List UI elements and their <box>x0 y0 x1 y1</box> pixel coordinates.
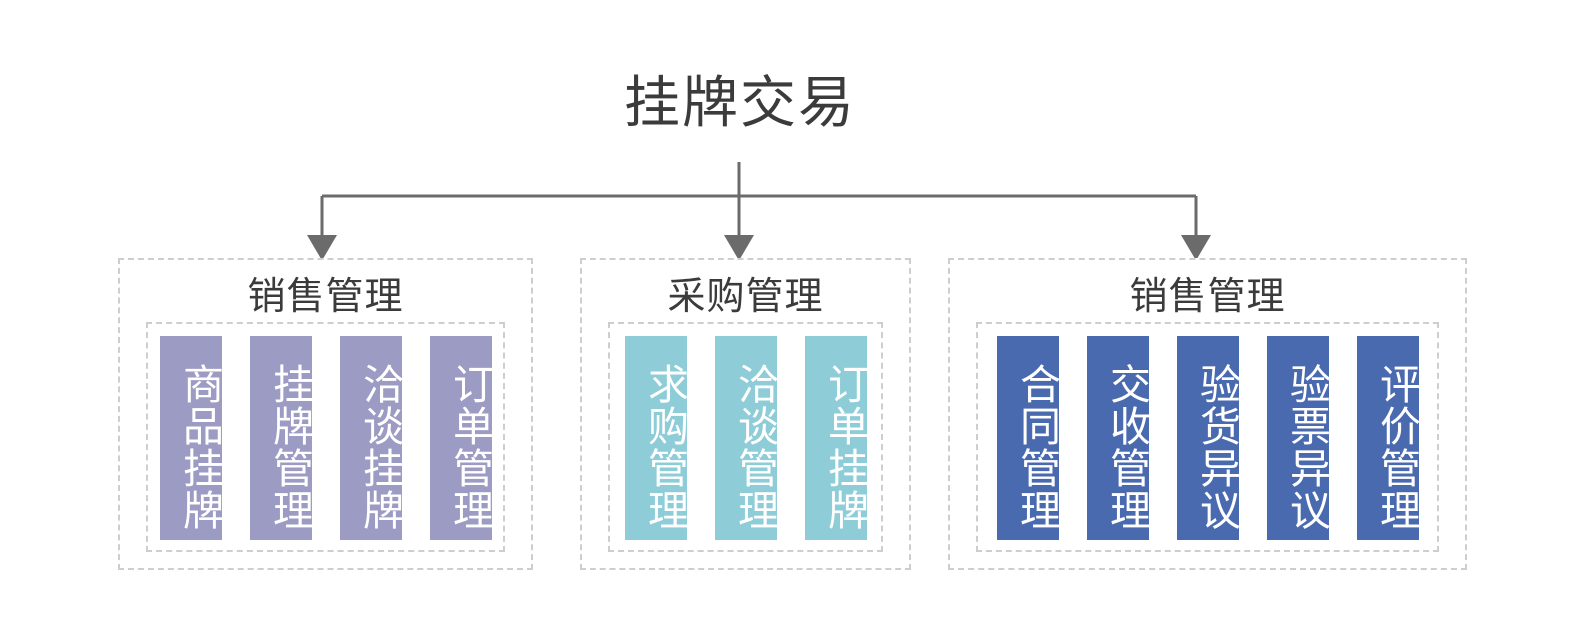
page-title: 挂牌交易 <box>624 71 856 134</box>
group-items-container-3: 合同管理 交收管理 验货异议 验票异议 评价管理 <box>976 322 1439 552</box>
module-bar[interactable]: 订单挂牌 <box>804 336 867 540</box>
group-purchase-management: 采购管理 求购管理 洽谈管理 订单挂牌 <box>580 258 911 570</box>
module-label: 验票异议 <box>1283 363 1329 531</box>
group-sales-management-2: 销售管理 合同管理 交收管理 验货异议 验票异议 评价管理 <box>948 258 1467 570</box>
group-header-3: 销售管理 <box>1129 276 1286 318</box>
module-label: 求购管理 <box>641 363 687 531</box>
module-bar[interactable]: 合同管理 <box>996 336 1059 540</box>
module-label: 洽谈管理 <box>731 363 777 531</box>
module-label: 订单挂牌 <box>821 363 867 531</box>
module-label: 评价管理 <box>1373 363 1419 531</box>
group-header-2: 采购管理 <box>667 276 824 318</box>
module-bar[interactable]: 洽谈挂牌 <box>339 336 402 540</box>
module-label: 洽谈挂牌 <box>356 363 402 531</box>
group-items-container-2: 求购管理 洽谈管理 订单挂牌 <box>608 322 883 552</box>
module-bar[interactable]: 洽谈管理 <box>714 336 777 540</box>
module-bar[interactable]: 交收管理 <box>1086 336 1149 540</box>
group-header-1: 销售管理 <box>247 276 404 318</box>
module-bar[interactable]: 挂牌管理 <box>249 336 312 540</box>
module-bar[interactable]: 订单管理 <box>429 336 492 540</box>
group-sales-management-1: 销售管理 商品挂牌 挂牌管理 洽谈挂牌 订单管理 <box>118 258 533 570</box>
module-bar[interactable]: 验货异议 <box>1176 336 1239 540</box>
module-bar[interactable]: 验票异议 <box>1266 336 1329 540</box>
module-label: 验货异议 <box>1193 363 1239 531</box>
module-label: 挂牌管理 <box>266 363 312 531</box>
module-label: 商品挂牌 <box>176 363 222 531</box>
group-items-container-1: 商品挂牌 挂牌管理 洽谈挂牌 订单管理 <box>146 322 505 552</box>
module-label: 订单管理 <box>446 363 492 531</box>
module-label: 合同管理 <box>1013 363 1059 531</box>
module-bar[interactable]: 评价管理 <box>1356 336 1419 540</box>
module-label: 交收管理 <box>1103 363 1149 531</box>
module-bar[interactable]: 商品挂牌 <box>159 336 222 540</box>
module-bar[interactable]: 求购管理 <box>624 336 687 540</box>
